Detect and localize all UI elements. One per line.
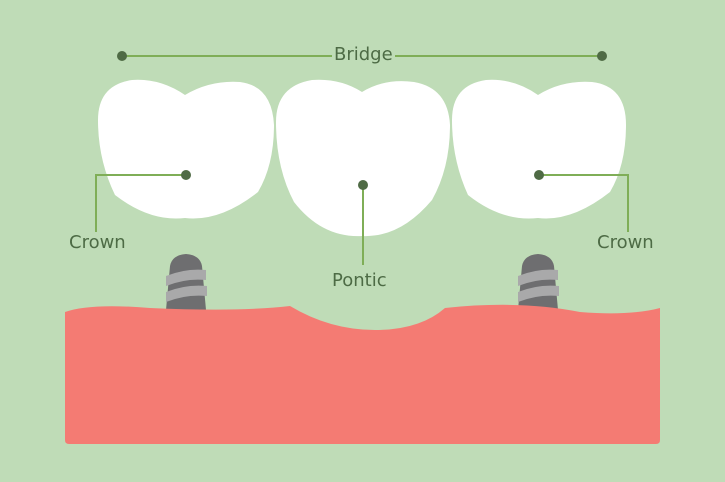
pontic-dot [358, 180, 368, 190]
bridge-label: Bridge [332, 44, 395, 65]
gum [65, 304, 660, 444]
crown-left-leader [95, 174, 186, 232]
pontic-label: Pontic [332, 270, 387, 291]
crown-right-label: Crown [597, 232, 654, 253]
crown-right-dot [534, 170, 544, 180]
tooth-pontic [276, 79, 450, 237]
tooth-crown-left [98, 79, 274, 219]
bridge-left-dot [117, 51, 127, 61]
left-implant [152, 254, 222, 314]
right-implant [504, 254, 574, 314]
crown-left-dot [181, 170, 191, 180]
crown-left-label: Crown [69, 232, 126, 253]
crown-right-leader [539, 174, 629, 232]
bridge-right-dot [597, 51, 607, 61]
tooth-crown-right [452, 79, 626, 219]
